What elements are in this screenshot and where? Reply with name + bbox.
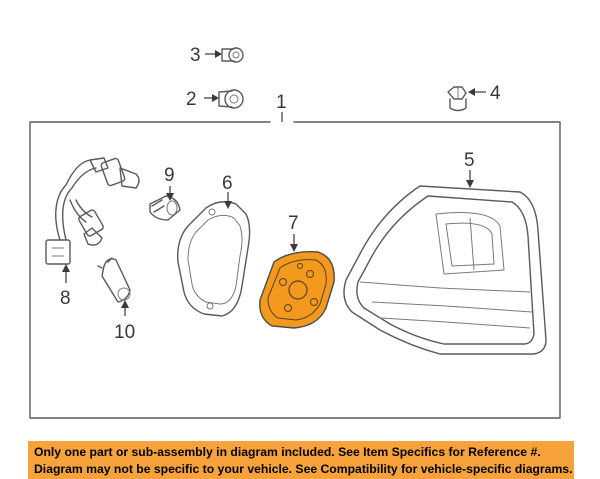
tail-lamp-5-icon — [343, 185, 547, 355]
disclaimer-line-2: Diagram may not be specific to your vehi… — [34, 462, 573, 476]
callout-6: 6 — [222, 173, 233, 194]
arrow-10 — [121, 300, 129, 308]
bulb-9-icon — [149, 195, 181, 221]
bolt-3-icon — [221, 47, 244, 63]
assembly-frame — [29, 121, 561, 419]
nut-2-icon — [218, 89, 244, 109]
arrow-5 — [466, 180, 474, 188]
callout-1: 1 — [276, 92, 287, 113]
callout-2: 2 — [186, 89, 197, 110]
disclaimer-banner: Only one part or sub-assembly in diagram… — [28, 441, 574, 479]
callout-7: 7 — [288, 213, 299, 234]
disclaimer-line-1: Only one part or sub-assembly in diagram… — [34, 445, 541, 459]
gasket-6-icon — [177, 201, 251, 317]
arrow-9 — [166, 193, 174, 201]
callout-9: 9 — [164, 165, 175, 186]
callout-3: 3 — [190, 45, 201, 66]
arrow-7 — [290, 244, 298, 252]
arrow-2 — [212, 94, 219, 102]
parts-diagram: 1 3 2 4 8 — [29, 45, 561, 419]
callout-5: 5 — [464, 150, 475, 171]
socket-plate-7-icon — [259, 251, 335, 329]
arrow-6 — [224, 201, 232, 209]
hex-bolt-4-icon — [447, 86, 467, 112]
callout-10: 10 — [114, 322, 135, 343]
bulb-10-icon — [97, 257, 131, 303]
arrow-4 — [468, 88, 475, 96]
wire-harness-8-icon — [45, 157, 140, 265]
arrow-3 — [215, 50, 222, 58]
callout-8: 8 — [60, 288, 71, 309]
callout-4: 4 — [490, 83, 501, 104]
arrow-8 — [62, 264, 70, 272]
